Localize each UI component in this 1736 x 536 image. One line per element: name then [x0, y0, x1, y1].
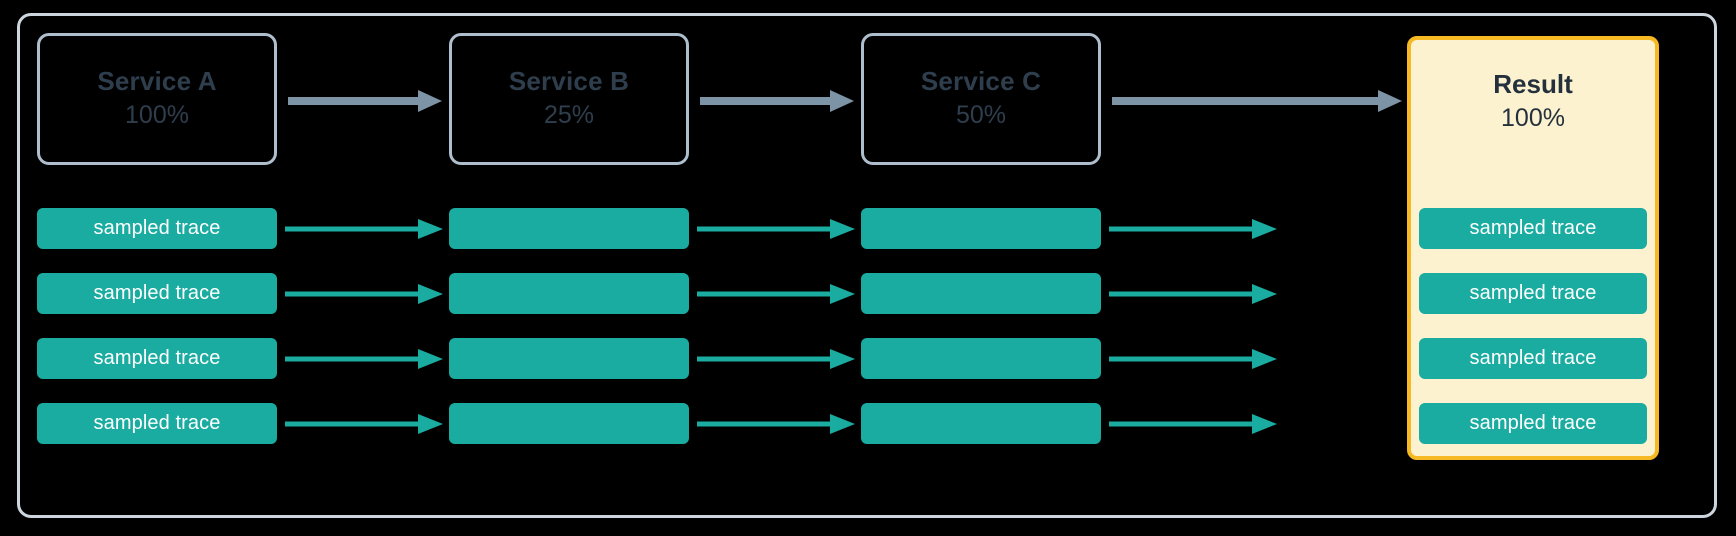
- service-box-service-c[interactable]: Service C 50%: [861, 33, 1101, 165]
- service-box-service-b[interactable]: Service B 25%: [449, 33, 689, 165]
- service-c-name: Service C: [920, 66, 1042, 97]
- service-box-service-a[interactable]: Service A 100%: [37, 33, 277, 165]
- trace-chip-result-row1[interactable]: sampled trace: [1419, 208, 1647, 249]
- diagram-outer-frame: [17, 13, 1717, 518]
- service-b-rate: 25%: [543, 100, 595, 129]
- service-a-rate: 100%: [125, 100, 189, 129]
- trace-chip-service-a-row4[interactable]: sampled trace: [37, 403, 277, 444]
- service-a-name: Service A: [97, 66, 217, 97]
- trace-chip-service-a-row3[interactable]: sampled trace: [37, 338, 277, 379]
- trace-chip-service-b-row4[interactable]: [449, 403, 689, 444]
- trace-chip-service-c-row1[interactable]: [861, 208, 1101, 249]
- trace-chip-service-c-row2[interactable]: [861, 273, 1101, 314]
- trace-chip-service-c-row3[interactable]: [861, 338, 1101, 379]
- trace-chip-service-a-row2[interactable]: sampled trace: [37, 273, 277, 314]
- trace-chip-service-c-row4[interactable]: [861, 403, 1101, 444]
- trace-chip-service-b-row2[interactable]: [449, 273, 689, 314]
- trace-chip-result-row4[interactable]: sampled trace: [1419, 403, 1647, 444]
- service-b-name: Service B: [508, 66, 630, 97]
- trace-chip-result-row2[interactable]: sampled trace: [1419, 273, 1647, 314]
- trace-chip-service-b-row3[interactable]: [449, 338, 689, 379]
- trace-chip-service-a-row1[interactable]: sampled trace: [37, 208, 277, 249]
- service-c-rate: 50%: [955, 100, 1007, 129]
- trace-chip-service-b-row1[interactable]: [449, 208, 689, 249]
- trace-chip-result-row3[interactable]: sampled trace: [1419, 338, 1647, 379]
